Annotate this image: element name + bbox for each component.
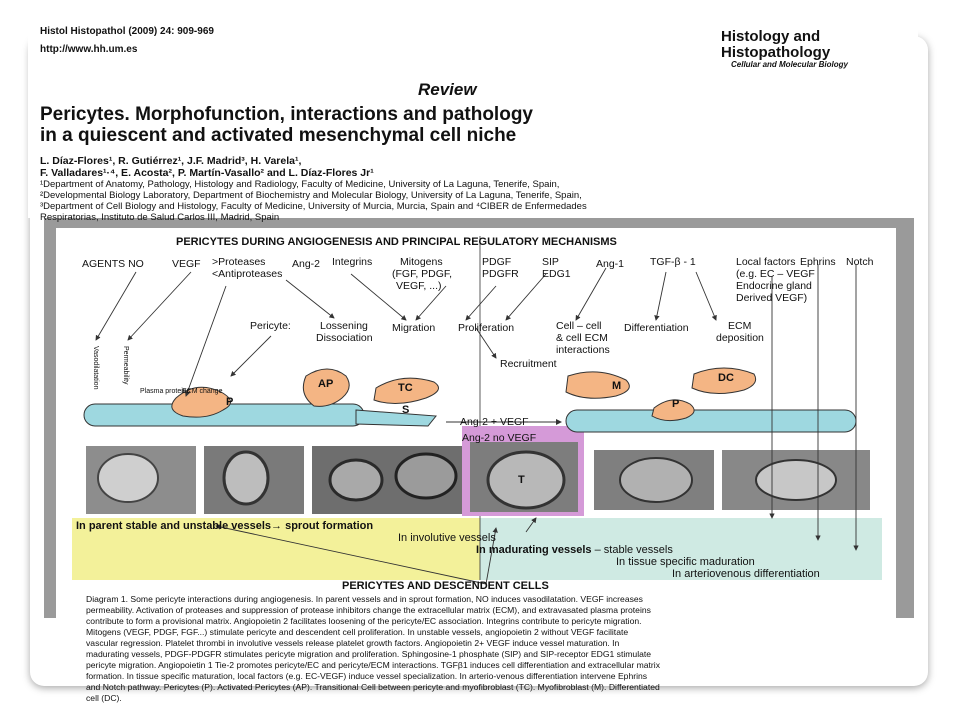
label-vasodilatation: Vasodilatation [92,346,99,390]
caption-line: cell (DC). [86,693,122,703]
label-permeability: Permeability [122,346,129,385]
outcome-involutive: In involutive vessels [398,532,496,544]
myofibroblast-cell [565,371,630,399]
affiliation-line: ²Developmental Biology Laboratory, Depar… [40,190,582,201]
outcome-madurating: In madurating vessels – stable vessels [476,544,673,556]
label-interactions: interactions [556,344,610,356]
outcome-arteriovenous: In arteriovenous differentiation [672,568,820,580]
label-mitogens: Mitogens [400,256,443,268]
label-sip: SIP [542,256,559,268]
cell-label-dc: DC [718,372,734,384]
sprout-vessel [355,409,437,427]
label-dissociation: Dissociation [316,332,373,344]
mature-vessel [565,409,857,433]
journal-name-line1: Histology and [721,28,821,45]
cell-label-p: P [226,396,234,408]
affiliation-line: Respiratorias, Instituto de Salud Carlos… [40,212,280,223]
caption-line: formation. In tissue specific maturation… [86,671,648,681]
figure-footer-label: PERICYTES AND DESCENDENT CELLS [342,580,549,592]
label-proliferation: Proliferation [458,322,515,334]
label-ang1: Ang-1 [596,258,625,270]
label-proteases: >Proteases [212,256,266,268]
label-ang2-vegf: Ang-2 + VEGF [460,416,529,428]
paper-title-line1: Pericytes. Morphofunction, interactions … [40,104,533,125]
caption-line: pericyte migration. Angiopoietin 1 Tie-2… [86,660,660,670]
outcome-tissue-specific: In tissue specific maduration [616,556,755,568]
affiliation-line: ³Department of Cell Biology and Histolog… [40,201,587,212]
journal-url[interactable]: http://www.hh.um.es [40,44,138,55]
figure-heading: PERICYTES DURING ANGIOGENESIS AND PRINCI… [176,236,617,248]
activated-pericyte-cell [302,368,350,407]
citation: Histol Histopathol (2009) 24: 909-969 [40,26,214,37]
label-loosening: Lossening [320,320,368,332]
caption-line: madurating vessels, PDGF-PDGFR stimulate… [86,649,652,659]
transitional-cell [373,377,439,404]
affiliation-line: ¹Department of Anatomy, Pathology, Histo… [40,179,560,190]
label-ang2-no-vegf: Ang-2 no VEGF [462,432,537,444]
journal-name-line2: Histopathology [721,44,831,61]
authors-line2: F. Valladares¹·⁴, E. Acosta², P. Martín-… [40,167,374,179]
label-migration: Migration [392,322,436,334]
label-edg1: EDG1 [542,268,571,280]
cell-label-ap: AP [318,378,334,390]
journal-subtitle: Cellular and Molecular Biology [731,60,848,69]
caption-line: vascular regression. Platelet thrombi in… [86,638,620,648]
yellow-panel [72,518,480,580]
cell-label-s: S [402,404,410,416]
figure-caption: Diagram 1. Some pericyte interactions du… [86,594,886,704]
cell-label-p2: P [672,398,680,410]
label-differentiation: Differentiation [624,322,689,334]
label-agents-no: AGENTS NO [82,258,144,270]
label-mitogens-3: VEGF, ...) [396,280,442,292]
differentiated-cell [691,367,757,394]
cell-label-tc: TC [398,382,413,394]
label-cell-cell: Cell – cell [556,320,602,332]
caption-line: Mitogens (VEGF, PDGF, FGF...) stimulate … [86,627,629,637]
label-recruitment: Recruitment [500,358,557,370]
label-local-factors-4: Derived VEGF) [736,292,808,304]
pericyte-cell-2 [651,399,695,422]
cell-label-t: T [518,474,525,486]
label-cell-ecm: & cell ECM [556,332,608,344]
paper-title-line2: in a quiescent and activated mesenchymal… [40,125,517,146]
label-plasma-proteins: Plasma proteins [140,388,191,395]
label-pericyte: Pericyte: [250,320,291,332]
label-ephrins: Ephrins [800,256,836,268]
diagram-graphics [72,236,882,585]
label-integrins: Integrins [332,256,373,268]
label-notch: Notch [846,256,874,268]
authors-line1: L. Díaz-Flores¹, R. Gutiérrez¹, J.F. Mad… [40,155,302,167]
label-ecm-change: ECM change [182,388,223,395]
caption-line: permeability. Activation of proteases an… [86,605,651,615]
label-ecm: ECM [728,320,752,332]
caption-line: contribute to form a provisional matrix.… [86,616,642,626]
label-pdgf: PDGF [482,256,512,268]
section-label: Review [418,80,477,99]
caption-line: Diagram 1. Some pericyte interactions du… [86,594,643,604]
outcome-parent-vessels: In parent stable and unstable vessels→ s… [76,520,374,532]
label-vegf: VEGF [172,258,201,270]
label-local-factors-2: (e.g. EC – VEGF [736,268,815,280]
label-mitogens-2: (FGF, PDGF, [392,268,453,280]
label-pdgfr: PDGFR [482,268,519,280]
regulation-arrows [95,264,859,585]
label-antiproteases: <Antiproteases [212,268,283,280]
pericyte-diagram: PERICYTES DURING ANGIOGENESIS AND PRINCI… [56,228,896,703]
label-ecm-deposition: deposition [716,332,764,344]
label-local-factors: Local factors [736,256,796,268]
label-ang2: Ang-2 [292,258,321,270]
teal-panel [480,518,882,580]
cell-label-m: M [612,380,622,392]
paper-header: Histol Histopathol (2009) 24: 909-969 ht… [28,18,918,223]
label-local-factors-3: Endocrine gland [736,280,812,292]
caption-line: and Notch pathway. Pericytes (P). Activa… [86,682,660,692]
label-tgf-beta: TGF-β - 1 [650,256,696,268]
